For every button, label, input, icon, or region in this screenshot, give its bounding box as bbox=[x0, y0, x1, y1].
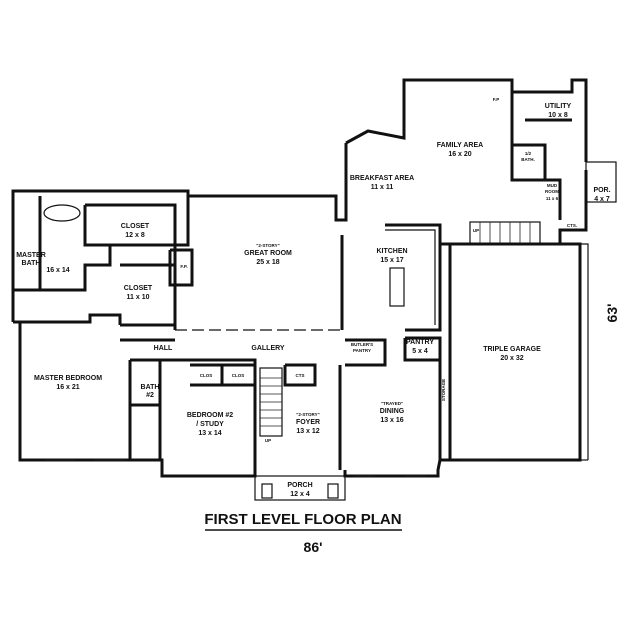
great-room-label: GREAT ROOM bbox=[244, 250, 292, 257]
closet1-label: CLOSET bbox=[121, 223, 150, 230]
garage-stairs bbox=[469, 221, 541, 245]
bedroom2-label2: / STUDY bbox=[196, 421, 224, 428]
closet2-size: 11 x 10 bbox=[127, 294, 150, 301]
foyer-note: "2-STORY" bbox=[296, 412, 320, 417]
garage-size: 20 x 32 bbox=[500, 355, 523, 362]
half-bath-label2: BATH. bbox=[521, 157, 534, 162]
mud-room-label2: ROOM bbox=[545, 189, 559, 194]
master-bedroom-size: 16 x 21 bbox=[56, 384, 79, 391]
bedroom2-size: 13 x 14 bbox=[198, 430, 221, 437]
butlers-label2: PANTRY bbox=[353, 348, 371, 353]
butlers-label: BUTLER'S bbox=[351, 342, 373, 347]
porch-size: 12 x 4 bbox=[290, 491, 310, 498]
side-porch-label: POR. bbox=[593, 187, 610, 194]
mud-room-label: MUD bbox=[547, 183, 558, 188]
great-room-size: 25 x 18 bbox=[256, 259, 279, 266]
foyer-size: 13 x 12 bbox=[296, 428, 319, 435]
hall-label: HALL bbox=[154, 345, 173, 352]
kitchen-island bbox=[389, 267, 405, 307]
up-label-foyer: UP bbox=[265, 438, 271, 443]
kitchen-size: 15 x 17 bbox=[380, 257, 403, 264]
foyer-label: FOYER bbox=[296, 419, 320, 426]
gallery-label: GALLERY bbox=[251, 345, 285, 352]
foyer-stairs bbox=[259, 367, 283, 437]
pantry-size: 5 x 4 bbox=[412, 348, 428, 355]
breakfast-size: 11 x 11 bbox=[371, 184, 394, 191]
breakfast-label: BREAKFAST AREA bbox=[350, 175, 414, 182]
master-bath-label2: BATH bbox=[22, 260, 41, 267]
bath2-label2: #2 bbox=[146, 392, 154, 399]
kitchen-label: KITCHEN bbox=[376, 248, 407, 255]
width-dimension: 86' bbox=[304, 539, 323, 555]
dining-note: "TRAYED" bbox=[381, 401, 403, 406]
master-bedroom-label: MASTER BEDROOM bbox=[34, 375, 102, 382]
clos-b-label: CLOS bbox=[232, 373, 245, 378]
dining-size: 13 x 16 bbox=[380, 417, 403, 424]
bath2-label: BATH bbox=[141, 384, 160, 391]
great-room-note: "2-STORY" bbox=[256, 243, 280, 248]
cts2-label: CTS bbox=[296, 373, 305, 378]
bedroom2-label: BEDROOM #2 bbox=[187, 412, 233, 419]
master-bath-label: MASTER bbox=[16, 252, 46, 259]
cts-label: CTS. bbox=[567, 223, 577, 228]
bathtub-icon bbox=[43, 204, 81, 222]
garage-label: TRIPLE GARAGE bbox=[483, 346, 541, 353]
room-labels: FAMILY AREA 16 x 20 UTILITY 10 x 8 1/2 B… bbox=[16, 97, 610, 498]
closet2-label: CLOSET bbox=[124, 285, 153, 292]
up-label-garage: UP bbox=[473, 228, 479, 233]
porch-label: PORCH bbox=[287, 482, 312, 489]
storage-label: STORAGE bbox=[441, 379, 446, 401]
plan-title: FIRST LEVEL FLOOR PLAN bbox=[204, 511, 401, 528]
master-bath-size: 16 x 14 bbox=[46, 267, 69, 274]
family-area-label: FAMILY AREA bbox=[437, 142, 483, 149]
closet1-size: 12 x 8 bbox=[125, 232, 145, 239]
utility-label: UTILITY bbox=[545, 103, 572, 110]
pantry-label: PANTRY bbox=[406, 339, 434, 346]
side-porch-size: 4 x 7 bbox=[594, 196, 610, 203]
utility-size: 10 x 8 bbox=[548, 112, 568, 119]
clos-a-label: CLOS bbox=[200, 373, 213, 378]
half-bath-label: 1/2 bbox=[525, 151, 532, 156]
fireplace-label: F.P. bbox=[180, 264, 187, 269]
family-area-size: 16 x 20 bbox=[448, 151, 471, 158]
mud-room-size: 11 x 6 bbox=[546, 196, 559, 201]
dining-label: DINING bbox=[380, 408, 405, 415]
interior-walls bbox=[13, 92, 617, 501]
fireplace2-label: F.P bbox=[493, 97, 500, 102]
depth-dimension: 63' bbox=[604, 304, 620, 323]
